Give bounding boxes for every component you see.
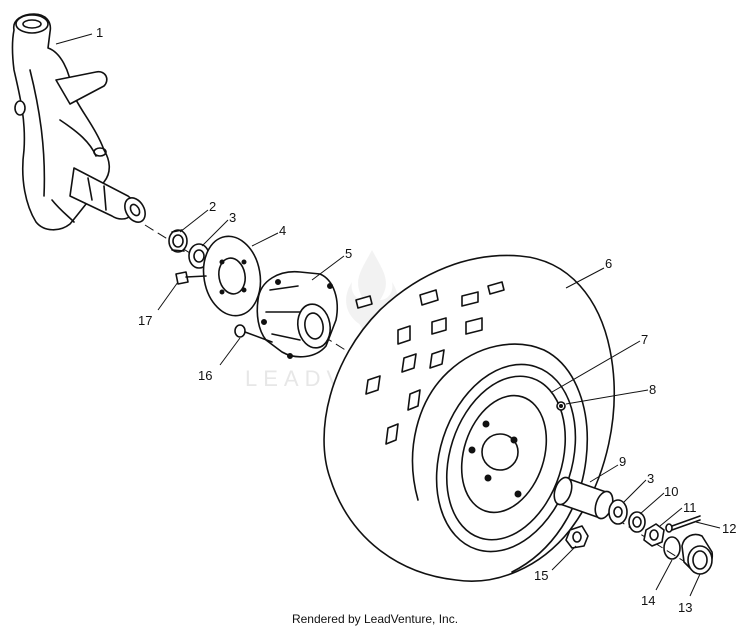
- o-ring: [663, 536, 681, 560]
- callout-11: 11: [683, 500, 697, 515]
- callout-labels: 1 2 3 4 5 6 7 8 9 3 10 11 12 13 14 15 16…: [96, 25, 736, 615]
- callout-9: 9: [619, 454, 626, 469]
- disc-bolt: [175, 271, 207, 285]
- outer-bearing: [628, 511, 646, 533]
- tire: [323, 254, 615, 582]
- callout-13: 13: [678, 600, 692, 615]
- footer-credit: Rendered by LeadVenture, Inc.: [291, 612, 459, 626]
- lug-nut: [565, 525, 589, 549]
- callout-4: 4: [279, 223, 286, 238]
- dust-cap: [681, 533, 714, 575]
- callout-6: 6: [605, 256, 612, 271]
- callout-16: 16: [198, 368, 212, 383]
- callout-14: 14: [641, 593, 655, 608]
- cotter-pin: [665, 515, 701, 533]
- hub-bolt: [234, 324, 273, 343]
- callout-5: 5: [345, 246, 352, 261]
- callout-7: 7: [641, 332, 648, 347]
- tread-blocks: [355, 281, 505, 445]
- callout-17: 17: [138, 313, 152, 328]
- leader-lines: [55, 33, 721, 597]
- callout-2: 2: [209, 199, 216, 214]
- wheel-hub: [256, 271, 338, 359]
- steering-knuckle: [11, 13, 146, 231]
- callout-8: 8: [649, 382, 656, 397]
- spacer-sleeve: [553, 476, 614, 520]
- callout-15: 15: [534, 568, 548, 583]
- callout-1: 1: [96, 25, 103, 40]
- inner-bearing: [168, 229, 188, 253]
- callout-12: 12: [722, 521, 736, 536]
- valve-stem: [556, 401, 566, 411]
- brake-disc: [202, 235, 262, 317]
- wheel-rim: [435, 363, 577, 553]
- castle-nut: [643, 523, 665, 547]
- outer-seal: [608, 499, 628, 525]
- callout-10: 10: [664, 484, 678, 499]
- callout-3b: 3: [647, 471, 654, 486]
- callout-3: 3: [229, 210, 236, 225]
